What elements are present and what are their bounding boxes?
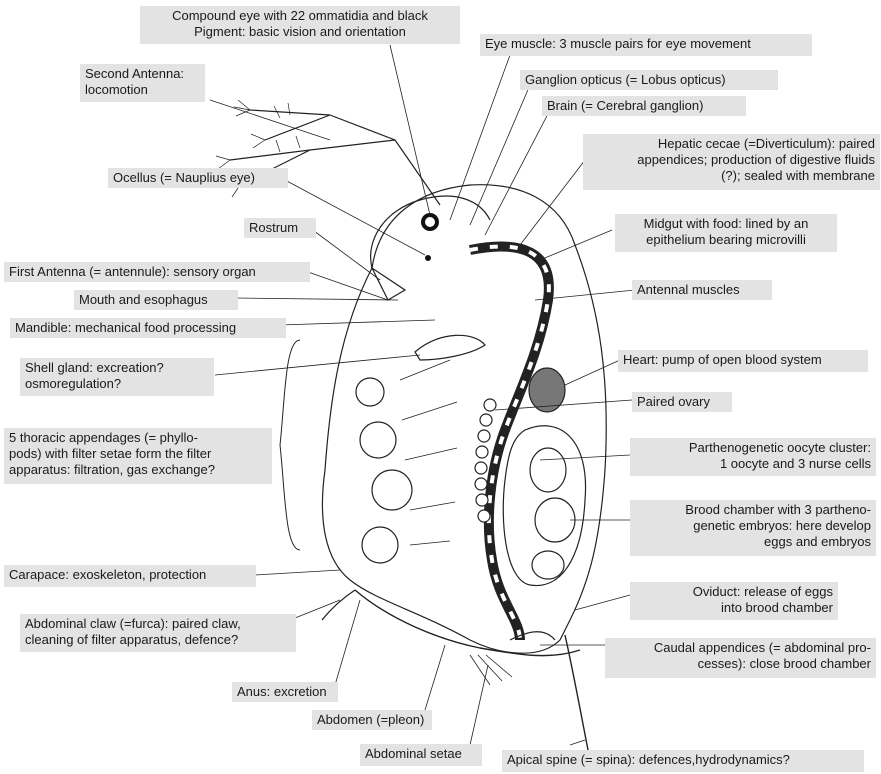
label-first-antenna: First Antenna (= antennule): sensory org… <box>4 262 310 282</box>
label-parthenogenetic-oocyte-text: Parthenogenetic oocyte cluster: 1 oocyte… <box>635 440 871 472</box>
thoracic-appendages-shape <box>356 360 457 563</box>
label-parthenogenetic-oocyte: Parthenogenetic oocyte cluster: 1 oocyte… <box>630 438 876 476</box>
label-compound-eye-text: Compound eye with 22 ommatidia and black… <box>145 8 455 40</box>
label-apical-spine: Apical spine (= spina): defences,hydrody… <box>502 750 864 772</box>
label-second-antenna: Second Antenna: locomotion <box>80 64 205 102</box>
label-caudal-appendices-text: Caudal appendices (= abdominal pro- cess… <box>610 640 871 672</box>
thoracic-brace <box>280 340 300 550</box>
label-abdominal-claw: Abdominal claw (=furca): paired claw, cl… <box>20 614 296 652</box>
label-brood-chamber-text: Brood chamber with 3 partheno- genetic e… <box>635 502 871 550</box>
label-paired-ovary: Paired ovary <box>632 392 732 412</box>
gut-tube <box>470 247 549 640</box>
label-mouth: Mouth and esophagus <box>74 290 238 310</box>
label-oviduct-text: Oviduct: release of eggs into brood cham… <box>635 584 833 616</box>
ocellus-shape <box>425 255 431 261</box>
label-carapace: Carapace: exoskeleton, protection <box>4 565 256 587</box>
label-thoracic-appendages-text: 5 thoracic appendages (= phyllo- pods) w… <box>9 430 267 478</box>
label-hepatic-cecae-text: Hepatic cecae (=Diverticulum): paired ap… <box>588 136 875 184</box>
label-caudal-appendices: Caudal appendices (= abdominal pro- cess… <box>605 638 876 678</box>
label-hepatic-cecae: Hepatic cecae (=Diverticulum): paired ap… <box>583 134 880 190</box>
label-shell-gland-text: Shell gland: excreation? osmoregulation? <box>25 360 209 392</box>
rostrum-shape <box>372 268 405 300</box>
label-compound-eye: Compound eye with 22 ommatidia and black… <box>140 6 460 44</box>
label-abdominal-setae: Abdominal setae <box>360 744 482 766</box>
gut-food <box>470 247 549 640</box>
label-mandible: Mandible: mechanical food processing <box>10 318 286 338</box>
label-rostrum: Rostrum <box>244 218 316 238</box>
label-oviduct: Oviduct: release of eggs into brood cham… <box>630 582 838 620</box>
label-brain: Brain (= Cerebral ganglion) <box>542 96 746 116</box>
embryo-2 <box>535 498 575 542</box>
label-ocellus: Ocellus (= Nauplius eye) <box>108 168 288 188</box>
label-ganglion-opticus: Ganglion opticus (= Lobus opticus) <box>520 70 778 90</box>
label-shell-gland: Shell gland: excreation? osmoregulation? <box>20 358 214 396</box>
label-abdomen: Abdomen (=pleon) <box>312 710 432 730</box>
label-eye-muscle: Eye muscle: 3 muscle pairs for eye movem… <box>480 34 812 56</box>
brood-chamber-shape <box>503 426 585 586</box>
apical-spine-shape <box>565 635 590 760</box>
label-heart: Heart: pump of open blood system <box>618 350 868 372</box>
label-brood-chamber: Brood chamber with 3 partheno- genetic e… <box>630 500 876 556</box>
label-second-antenna-text: Second Antenna: locomotion <box>85 66 200 98</box>
carapace-outline <box>322 185 606 654</box>
abdominal-setae-shape <box>470 655 512 685</box>
label-midgut: Midgut with food: lined by an epithelium… <box>615 214 837 252</box>
label-antennal-muscles: Antennal muscles <box>632 280 772 300</box>
label-anus: Anus: excretion <box>232 682 338 702</box>
shell-gland-shape <box>415 335 485 360</box>
abdomen-shape <box>355 590 580 656</box>
label-thoracic-appendages: 5 thoracic appendages (= phyllo- pods) w… <box>4 428 272 484</box>
label-midgut-text: Midgut with food: lined by an epithelium… <box>620 216 832 248</box>
embryo-3 <box>532 551 564 579</box>
embryo-1 <box>530 448 566 492</box>
compound-eye-highlight <box>425 217 435 227</box>
label-abdominal-claw-text: Abdominal claw (=furca): paired claw, cl… <box>25 616 291 648</box>
